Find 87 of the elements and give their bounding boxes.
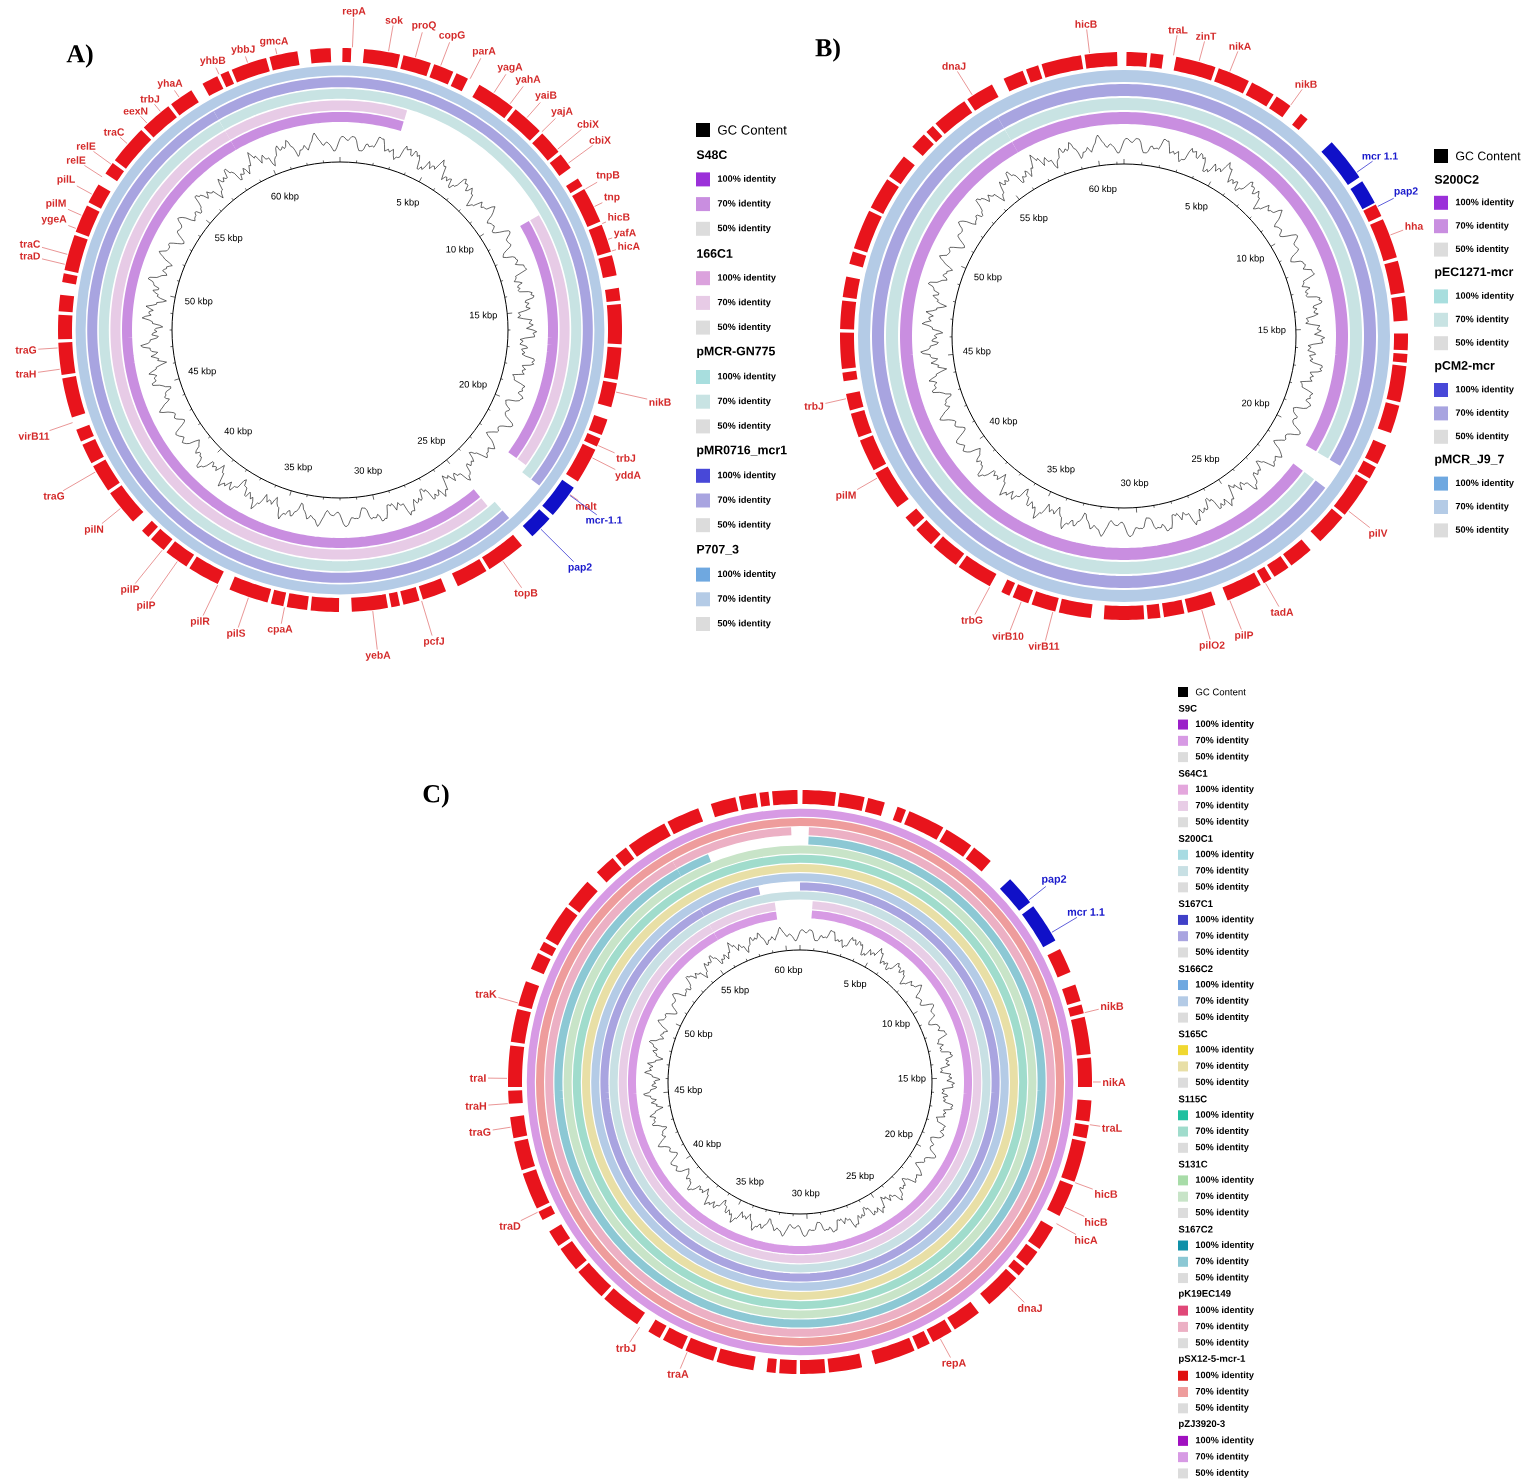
leader-line bbox=[1092, 1081, 1102, 1083]
leader-line bbox=[93, 151, 112, 165]
leader-line bbox=[1064, 1206, 1085, 1217]
panel-letter: C) bbox=[423, 784, 449, 808]
leader-line bbox=[37, 368, 61, 373]
leader-line bbox=[509, 86, 524, 105]
leader-line bbox=[492, 1126, 511, 1131]
leader-line bbox=[601, 221, 607, 224]
leader-line bbox=[1290, 89, 1303, 106]
leader-line bbox=[1009, 601, 1022, 631]
leader-line bbox=[101, 508, 121, 524]
leader-line bbox=[150, 561, 178, 600]
panel-letter: A) bbox=[66, 44, 93, 68]
leader-line bbox=[679, 1352, 688, 1369]
leader-line bbox=[526, 102, 541, 118]
leader-line bbox=[1086, 29, 1090, 54]
leader-line bbox=[352, 17, 355, 48]
leader-line bbox=[469, 57, 482, 80]
leader-line bbox=[568, 145, 593, 164]
leader-line bbox=[1265, 582, 1280, 607]
leader-line bbox=[1074, 1182, 1094, 1190]
leader-line bbox=[1089, 1124, 1101, 1127]
leader-line bbox=[1045, 611, 1054, 641]
leader-line bbox=[594, 202, 603, 207]
leader-line bbox=[487, 1077, 508, 1079]
leader-line bbox=[280, 607, 285, 625]
leader-line bbox=[67, 208, 82, 216]
leader-line bbox=[84, 165, 103, 178]
leader-line bbox=[1229, 51, 1239, 72]
leader-line bbox=[372, 610, 378, 650]
leader-line bbox=[1229, 600, 1242, 630]
leader-line bbox=[592, 457, 616, 470]
leader-line bbox=[1084, 1008, 1100, 1013]
leader-line bbox=[1173, 34, 1178, 56]
leader-line bbox=[585, 181, 598, 190]
leader-line bbox=[541, 118, 556, 133]
leader-line bbox=[49, 422, 73, 431]
leader-line bbox=[174, 90, 180, 98]
leader-line bbox=[502, 561, 522, 589]
leader-line bbox=[421, 600, 433, 636]
leader-line bbox=[245, 56, 248, 63]
leader-line bbox=[611, 249, 617, 252]
leader-line bbox=[41, 258, 66, 265]
leader-line bbox=[202, 584, 218, 616]
leader-line bbox=[974, 586, 990, 615]
leader-line bbox=[76, 185, 93, 195]
leader-line bbox=[825, 398, 847, 404]
leader-line bbox=[607, 237, 613, 240]
leader-line bbox=[275, 47, 278, 55]
leader-line bbox=[119, 136, 128, 144]
leader-line bbox=[440, 41, 450, 66]
leader-line bbox=[493, 73, 507, 93]
leader-line bbox=[1008, 1287, 1025, 1303]
leader-line bbox=[520, 1211, 538, 1221]
leader-line bbox=[1201, 609, 1211, 640]
leader-line bbox=[1356, 160, 1373, 173]
leader-line bbox=[957, 71, 973, 96]
leader-line bbox=[1051, 917, 1078, 933]
leader-line bbox=[1198, 41, 1205, 62]
leader-line bbox=[597, 445, 615, 454]
leader-line bbox=[569, 494, 598, 516]
leader-line bbox=[629, 1326, 640, 1343]
leader-line bbox=[1377, 197, 1395, 207]
leader-line bbox=[37, 347, 58, 350]
leader-line bbox=[134, 549, 163, 584]
leader-line bbox=[498, 997, 519, 1004]
leader-line bbox=[41, 246, 68, 255]
leader-line bbox=[140, 115, 148, 124]
leader-line bbox=[856, 477, 878, 490]
panel-letter: B) bbox=[815, 38, 840, 62]
leader-line bbox=[215, 67, 220, 75]
leader-line bbox=[1056, 1223, 1077, 1235]
leader-line bbox=[615, 391, 648, 400]
leader-line bbox=[940, 1338, 951, 1358]
leader-line bbox=[488, 1103, 509, 1106]
leader-line bbox=[415, 31, 423, 58]
leader-line bbox=[237, 597, 249, 628]
leader-line bbox=[1028, 886, 1047, 900]
leader-line bbox=[388, 25, 394, 52]
leader-line bbox=[1390, 229, 1404, 236]
leader-line bbox=[1348, 510, 1371, 528]
leader-line bbox=[154, 103, 161, 112]
leader-line bbox=[569, 494, 579, 501]
leader-line bbox=[67, 225, 77, 229]
leader-line bbox=[557, 129, 582, 150]
leader-line bbox=[62, 471, 96, 492]
leader-line bbox=[540, 528, 574, 563]
